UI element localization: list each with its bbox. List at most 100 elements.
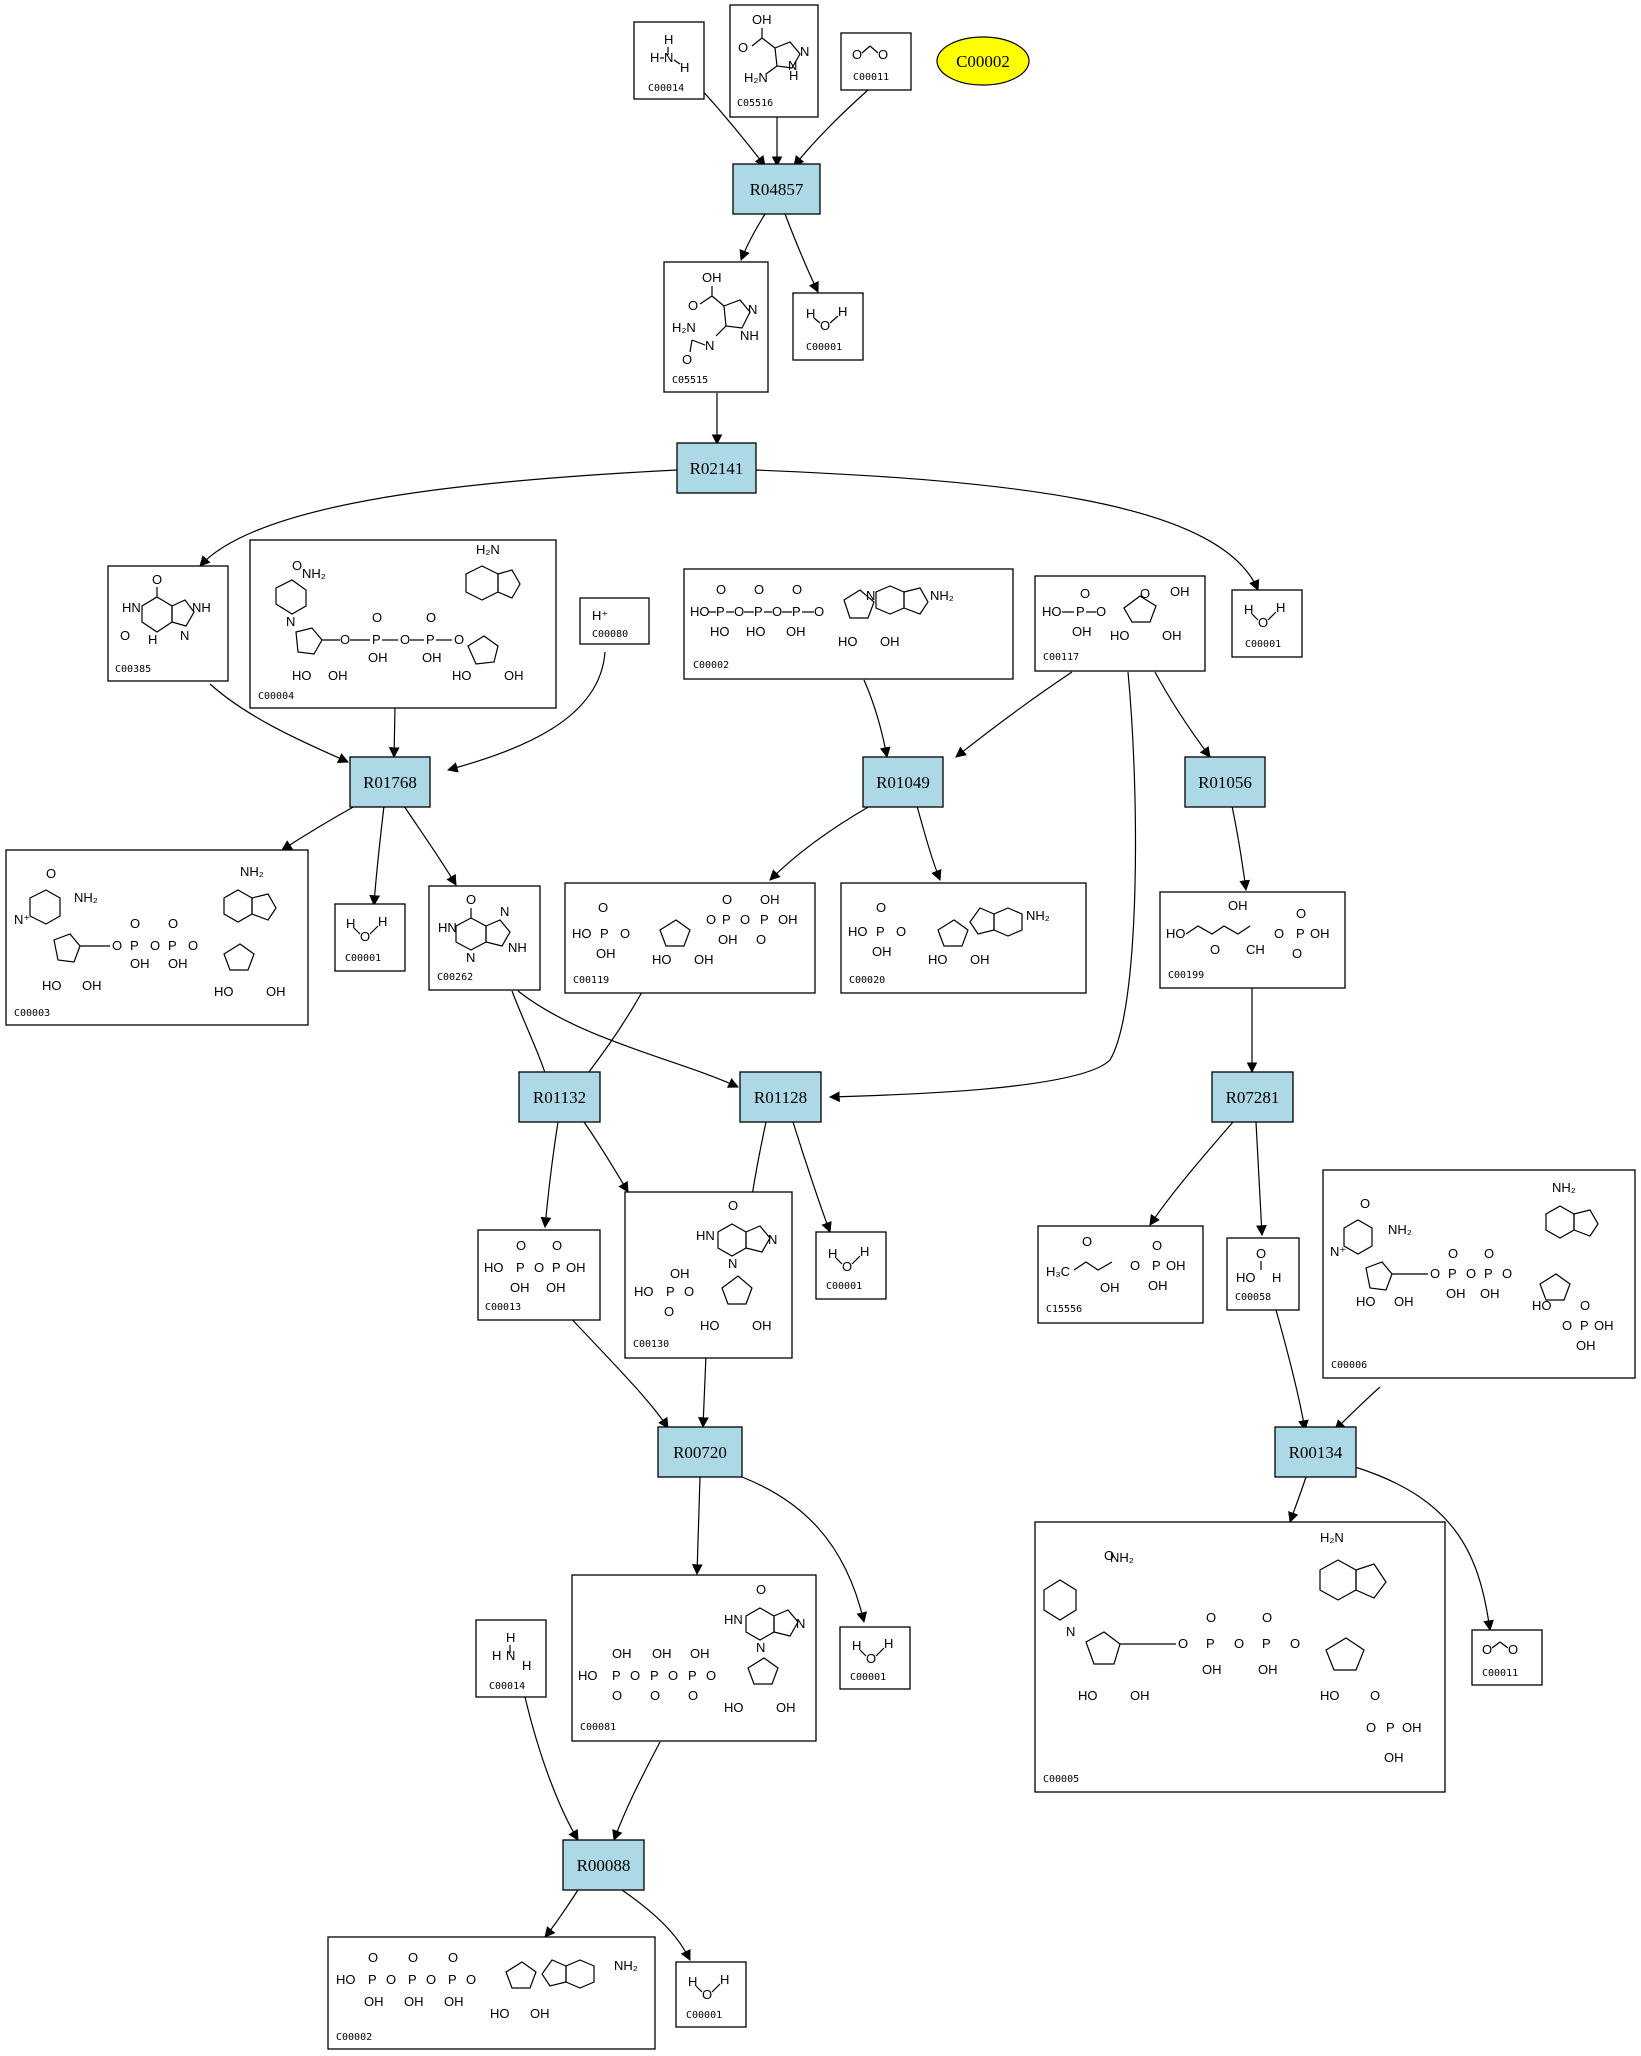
- svg-text:N: N: [466, 950, 475, 965]
- svg-text:HO: HO: [490, 2006, 510, 2021]
- reaction-node[interactable]: R00720: [657, 1426, 743, 1478]
- reaction-node[interactable]: R07281: [1211, 1071, 1294, 1123]
- reaction-node[interactable]: R00134: [1274, 1426, 1357, 1478]
- svg-text:O: O: [866, 1651, 876, 1666]
- compound-label: C00014: [489, 1681, 525, 1692]
- svg-text:O: O: [728, 1198, 738, 1213]
- compound-node[interactable]: O NH₂ N O P O OH O P O OH O H₂N HO OH HO…: [1034, 1521, 1446, 1793]
- compound-node[interactable]: O HO H C00058: [1226, 1237, 1300, 1311]
- seed-node[interactable]: C00002: [936, 36, 1030, 86]
- reaction-label: R01132: [533, 1088, 586, 1107]
- svg-text:H: H: [1272, 1270, 1281, 1285]
- svg-text:HO: HO: [1166, 926, 1186, 941]
- compound-node[interactable]: O NH₂ N⁺ O P O OH O P O OH O NH₂ HO OH H…: [1322, 1169, 1636, 1379]
- compound-label: C00001: [345, 953, 381, 964]
- svg-text:O: O: [360, 929, 370, 944]
- svg-text:H: H: [1244, 602, 1253, 617]
- svg-text:O: O: [1296, 906, 1306, 921]
- svg-text:OH: OH: [1072, 624, 1092, 639]
- svg-text:N: N: [748, 302, 757, 317]
- compound-node[interactable]: O O C00011: [840, 32, 912, 91]
- svg-text:P: P: [688, 1668, 697, 1683]
- compound-node[interactable]: H H N H C00014: [633, 21, 705, 100]
- compound-label: C00001: [806, 342, 842, 353]
- compound-node[interactable]: O HN NH H O N C00385: [107, 565, 229, 682]
- compound-node[interactable]: OH O N H N H₂N C05516: [729, 4, 819, 118]
- compound-node[interactable]: HO P O HO O P O HO O P O OH O NH₂ HO OH …: [683, 568, 1014, 680]
- compound-node[interactable]: H O H C00001: [792, 292, 864, 361]
- svg-text:O: O: [738, 40, 748, 55]
- svg-text:O: O: [684, 1284, 694, 1299]
- reaction-node[interactable]: R01768: [349, 756, 431, 808]
- svg-text:N⁺: N⁺: [1330, 1244, 1346, 1259]
- svg-text:O: O: [630, 1668, 640, 1683]
- svg-text:P: P: [552, 1260, 561, 1275]
- svg-text:O: O: [620, 926, 630, 941]
- compound-node[interactable]: O HO P OH O O P O OH O P OH O OH HO OH C…: [564, 882, 816, 994]
- structure-ammonia: H H N H: [492, 1630, 531, 1673]
- reaction-label: R00720: [673, 1443, 727, 1462]
- svg-text:O: O: [168, 916, 178, 931]
- structure-co2: O O: [852, 45, 888, 62]
- edge: [741, 1476, 868, 1624]
- svg-text:H: H: [664, 32, 673, 47]
- svg-text:OH: OH: [168, 956, 188, 971]
- reaction-node[interactable]: R01056: [1184, 756, 1266, 808]
- compound-box: [334, 903, 406, 972]
- compound-node[interactable]: O HN N NH N C00262: [428, 885, 541, 991]
- compound-node[interactable]: O NH₂ N⁺ O P O OH O P O OH O NH₂ HO OH H…: [5, 849, 309, 1026]
- compound-node[interactable]: H⁺ C00080: [579, 597, 650, 645]
- compound-node[interactable]: O NH₂ N O P O OH O P O OH O H₂N HO OH HO: [249, 539, 557, 709]
- compound-node[interactable]: O O HO P O P OH OH OH C00013: [477, 1229, 601, 1321]
- svg-text:O: O: [756, 1582, 766, 1597]
- reaction-node[interactable]: R00088: [562, 1839, 645, 1891]
- svg-text:OH: OH: [328, 668, 348, 683]
- compound-label: C00003: [14, 1008, 50, 1019]
- reaction-node[interactable]: R04857: [732, 163, 821, 215]
- compound-node[interactable]: O HN N N OH OH OH HO P O P O P O O O O H…: [571, 1574, 817, 1742]
- svg-text:HO: HO: [484, 1260, 504, 1275]
- compound-node[interactable]: O HN N N OH HO P O O HO OH C00130: [624, 1191, 793, 1359]
- structure-imp: O HN N N OH HO P O O HO OH: [634, 1198, 777, 1333]
- edge: [446, 651, 606, 773]
- reaction-label: R01128: [754, 1088, 807, 1107]
- svg-text:O: O: [1482, 1642, 1492, 1657]
- svg-text:HO: HO: [1110, 628, 1130, 643]
- svg-text:HO: HO: [710, 624, 730, 639]
- compound-node[interactable]: H O H C00001: [839, 1626, 911, 1690]
- compound-node[interactable]: OH O N NH N H₂N O C05515: [663, 261, 769, 393]
- svg-text:O: O: [120, 628, 130, 643]
- svg-text:O: O: [454, 632, 464, 647]
- compound-node[interactable]: O O O HO P O P O P O OH OH OH NH₂ HO OH …: [327, 1936, 656, 2050]
- compound-node[interactable]: O HO P OH O O OH HO OH C00117: [1034, 575, 1206, 672]
- compound-node[interactable]: O O C00011: [1471, 1629, 1543, 1686]
- svg-text:H: H: [650, 50, 659, 65]
- svg-text:O: O: [688, 1688, 698, 1703]
- compound-label: C00001: [826, 1281, 862, 1292]
- reaction-node[interactable]: R01128: [739, 1071, 822, 1123]
- compound-node[interactable]: O H₃C OH O P O OH OH C15556: [1037, 1225, 1204, 1324]
- edge: [517, 990, 739, 1088]
- svg-text:O: O: [1080, 586, 1090, 601]
- compound-node[interactable]: H O H C00001: [334, 903, 406, 972]
- compound-box: [840, 882, 1087, 994]
- svg-text:OH: OH: [266, 984, 286, 999]
- svg-text:O: O: [534, 1260, 544, 1275]
- reaction-node[interactable]: R01132: [518, 1071, 601, 1123]
- compound-node[interactable]: OH HO O CH O P O OH O C00199: [1159, 891, 1346, 989]
- compound-node[interactable]: O HO P OH O NH₂ HO OH C00020: [840, 882, 1087, 994]
- reaction-box: [739, 1071, 822, 1123]
- compound-node[interactable]: H H N H C00014: [475, 1619, 547, 1698]
- compound-node[interactable]: H O H C00001: [1231, 589, 1303, 658]
- svg-text:CH: CH: [1246, 942, 1265, 957]
- compound-node[interactable]: H O H C00001: [675, 1961, 747, 2028]
- reaction-node[interactable]: R01049: [862, 756, 944, 808]
- edge: [403, 805, 457, 886]
- compound-box: [729, 4, 819, 118]
- svg-text:HO: HO: [1532, 1298, 1552, 1313]
- reaction-node[interactable]: R02141: [676, 442, 757, 494]
- svg-text:H₂N: H₂N: [672, 320, 696, 335]
- svg-text:O: O: [340, 632, 350, 647]
- compound-label: C00013: [485, 1302, 521, 1313]
- compound-node[interactable]: H O H C00001: [815, 1231, 887, 1300]
